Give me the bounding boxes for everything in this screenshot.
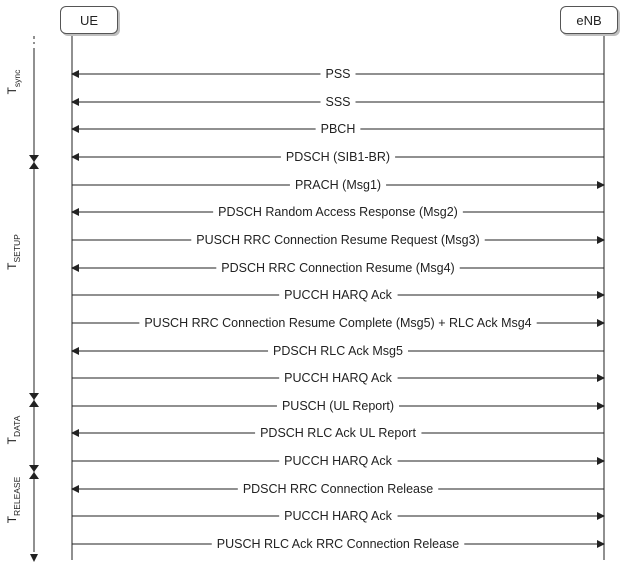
message-label-background	[211, 538, 465, 550]
message-row: PDSCH RLC Ack Msg5	[71, 344, 604, 358]
message-label-background	[279, 289, 398, 301]
message-row: PUCCH HARQ Ack	[72, 454, 605, 468]
phase-label-main: T	[5, 86, 19, 94]
phase-boundary-marker	[29, 465, 39, 479]
message-label-background	[191, 234, 485, 246]
message-label-background	[237, 483, 439, 495]
phase-label-subscript: SETUP	[12, 234, 22, 263]
message-label-background	[279, 455, 398, 467]
message-label: PUCCH HARQ Ack	[284, 288, 392, 302]
message-label-background	[279, 372, 398, 384]
message-label: PDSCH Random Access Response (Msg2)	[218, 205, 458, 219]
message-label: PBCH	[321, 122, 356, 136]
message-row: PUCCH HARQ Ack	[72, 288, 605, 302]
message-row: PUCCH HARQ Ack	[72, 509, 605, 523]
message-label: PUSCH RRC Connection Resume Complete (Ms…	[144, 316, 531, 330]
message-label: PUCCH HARQ Ack	[284, 454, 392, 468]
phase-label-subscript: sync	[12, 69, 22, 87]
message-label: PUSCH (UL Report)	[282, 399, 394, 413]
phase-boundary-marker	[29, 393, 39, 407]
message-label-background	[315, 123, 361, 135]
message-row: PBCH	[71, 122, 604, 136]
message-label: PDSCH RLC Ack Msg5	[273, 344, 403, 358]
phase-label-main: T	[5, 515, 19, 523]
message-row: PDSCH RLC Ack UL Report	[71, 426, 604, 440]
ue-entity-box: UE	[60, 6, 118, 34]
message-label: PDSCH (SIB1-BR)	[286, 150, 390, 164]
message-label-background	[289, 179, 387, 191]
message-label: PUSCH RRC Connection Resume Request (Msg…	[196, 233, 479, 247]
message-row: PSS	[71, 67, 604, 81]
message-label-background	[280, 151, 396, 163]
phase-label-main: T	[5, 262, 19, 270]
message-label-background	[213, 206, 463, 218]
message-label-background	[320, 68, 356, 80]
phase-label-subscript: DATA	[12, 415, 22, 437]
phase-boundary-marker	[29, 155, 39, 169]
phase-label-main: T	[5, 436, 19, 444]
message-row: PUSCH RRC Connection Resume Request (Msg…	[72, 233, 605, 247]
message-row: PDSCH (SIB1-BR)	[71, 150, 604, 164]
message-label-background	[279, 510, 398, 522]
message-label: PDSCH RRC Connection Resume (Msg4)	[221, 261, 454, 275]
message-row: PDSCH RRC Connection Resume (Msg4)	[71, 261, 604, 275]
message-row: PUSCH (UL Report)	[72, 399, 605, 413]
message-label-background	[216, 262, 460, 274]
message-label: SSS	[325, 95, 350, 109]
message-row: SSS	[71, 95, 604, 109]
message-label: PDSCH RRC Connection Release	[243, 482, 433, 496]
message-label: PDSCH RLC Ack UL Report	[260, 426, 416, 440]
message-label-background	[255, 427, 422, 439]
message-label-background	[139, 317, 537, 329]
phase-label-subscript: RELEASE	[12, 476, 22, 516]
message-label: PUCCH HARQ Ack	[284, 509, 392, 523]
message-row: PDSCH Random Access Response (Msg2)	[71, 205, 604, 219]
message-label: PRACH (Msg1)	[295, 178, 381, 192]
phase-label: Tsync	[5, 69, 22, 95]
message-label-background	[268, 345, 408, 357]
message-label: PSS	[325, 67, 350, 81]
message-label: PUCCH HARQ Ack	[284, 371, 392, 385]
message-row: PUCCH HARQ Ack	[72, 371, 605, 385]
message-row: PRACH (Msg1)	[72, 178, 605, 192]
enb-entity-box: eNB	[560, 6, 618, 34]
message-label-background	[320, 96, 356, 108]
message-row: PDSCH RRC Connection Release	[71, 482, 604, 496]
message-label: PUSCH RLC Ack RRC Connection Release	[217, 537, 460, 551]
message-row: PUSCH RRC Connection Resume Complete (Ms…	[72, 316, 605, 330]
phase-label: TSETUP	[5, 234, 22, 270]
phase-label: TRELEASE	[5, 476, 22, 523]
phase-label: TDATA	[5, 415, 22, 444]
message-label-background	[276, 400, 400, 412]
message-row: PUSCH RLC Ack RRC Connection Release	[72, 537, 605, 551]
phase-axis-arrowhead	[30, 554, 38, 562]
